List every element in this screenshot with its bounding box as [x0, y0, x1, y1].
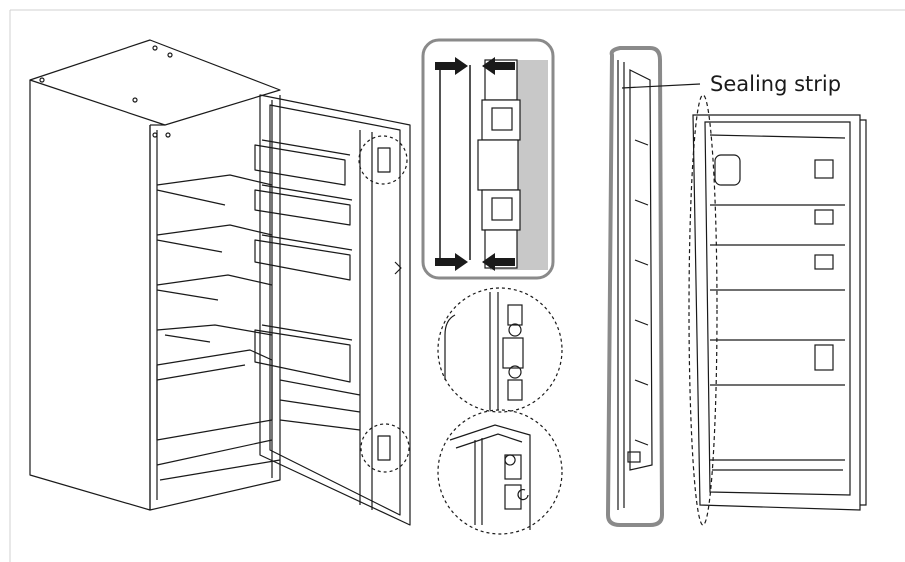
hinge-alignment-detail	[421, 38, 555, 280]
arrow-left-icon	[482, 57, 515, 75]
cabinet-front	[149, 95, 281, 511]
sealing-strip-highlight	[688, 94, 718, 526]
shelf	[156, 174, 273, 206]
arrow-right-icon	[435, 57, 468, 75]
sealing-strip-label: Sealing strip	[710, 72, 842, 96]
arrow-group	[435, 57, 515, 271]
crisper-drawer	[156, 349, 273, 441]
cabinet-side	[29, 80, 151, 511]
arrow-right-icon	[435, 253, 468, 271]
cabinet-front-view	[688, 94, 867, 526]
door-bin	[254, 324, 353, 383]
shelf	[156, 274, 273, 301]
door-bin	[254, 184, 353, 226]
door-bin	[254, 139, 351, 186]
shelf	[156, 324, 273, 343]
door-profile-outer	[605, 46, 665, 527]
hinge-detail-circle	[358, 135, 408, 185]
shelf	[156, 224, 273, 253]
fridge-open-door-illustration	[29, 39, 411, 526]
sealing-strip-leader	[621, 83, 701, 89]
door-bin	[254, 234, 353, 281]
door-side-profile	[605, 46, 665, 527]
hinge-zoom-bottom	[437, 409, 563, 535]
arrow-left-icon	[482, 253, 515, 271]
hinge-zoom-top	[437, 287, 563, 413]
hinge-detail-circle	[360, 423, 410, 473]
cabinet-top	[29, 39, 281, 126]
open-door	[259, 94, 411, 526]
